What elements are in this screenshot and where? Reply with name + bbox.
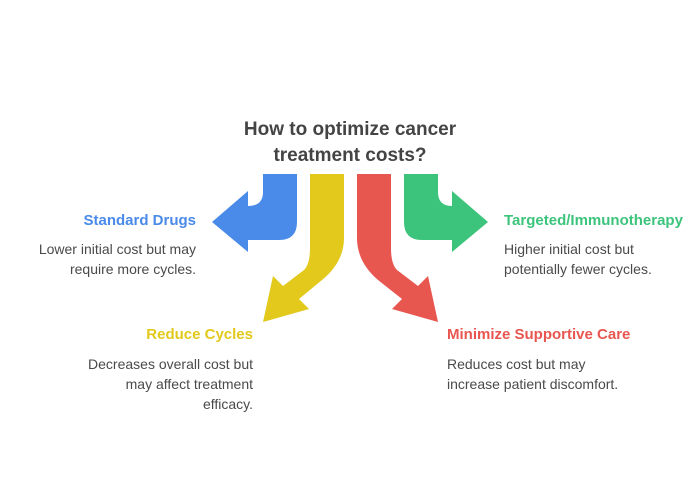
desc-supportive-line-1: Reduces cost but may xyxy=(447,356,586,372)
label-standard-drugs: Standard Drugs xyxy=(83,212,196,229)
label-reduce-cycles: Reduce Cycles xyxy=(146,326,253,343)
desc-targeted-line-1: Higher initial cost but xyxy=(504,241,634,257)
desc-targeted-immunotherapy: Higher initial cost but potentially fewe… xyxy=(504,239,694,279)
arrow-reduce-cycles xyxy=(263,174,344,322)
arrow-targeted-immunotherapy xyxy=(404,174,488,252)
diagram-title: How to optimize cancer treatment costs? xyxy=(200,117,500,169)
title-line-1: How to optimize cancer xyxy=(243,119,457,140)
desc-supportive-line-2: increase patient discomfort. xyxy=(447,376,619,392)
label-targeted-immunotherapy: Targeted/Immunotherapy xyxy=(504,212,683,229)
desc-standard-drugs: Lower initial cost but may require more … xyxy=(10,239,196,279)
arrow-standard-drugs xyxy=(212,174,297,252)
title-line-2: treatment costs? xyxy=(273,145,427,166)
desc-reduce-line-1: Decreases overall cost but xyxy=(88,356,253,372)
desc-standard-line-1: Lower initial cost but may xyxy=(38,241,196,257)
desc-targeted-line-2: potentially fewer cycles. xyxy=(504,261,652,277)
label-minimize-supportive-care: Minimize Supportive Care xyxy=(447,326,631,343)
desc-minimize-supportive-care: Reduces cost but may increase patient di… xyxy=(447,354,687,394)
arrow-minimize-supportive-care xyxy=(357,174,438,322)
desc-reduce-cycles: Decreases overall cost but may affect tr… xyxy=(40,354,253,414)
desc-standard-line-2: require more cycles. xyxy=(69,261,196,277)
desc-reduce-line-2: may affect treatment xyxy=(125,376,253,392)
desc-reduce-line-3: efficacy. xyxy=(202,396,253,412)
